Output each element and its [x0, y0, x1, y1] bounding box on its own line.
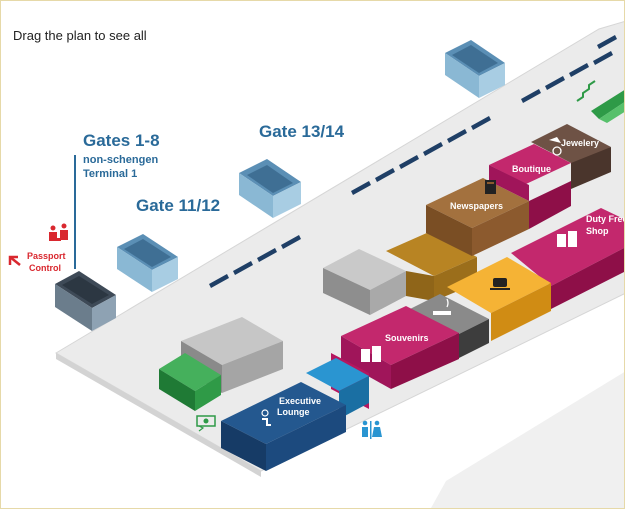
gate-block-top[interactable]	[445, 40, 505, 98]
terminal-1-label: Terminal 1	[83, 168, 137, 180]
gate-block-13-14[interactable]	[239, 159, 301, 218]
restroom-block[interactable]	[306, 358, 369, 419]
passport-line2: Control	[29, 263, 61, 273]
green-block[interactable]	[159, 353, 221, 411]
executive-label-1: Executive	[279, 396, 321, 406]
boutique-label: Boutique	[512, 164, 551, 174]
lounge-icon	[261, 409, 271, 426]
left-arrow-icon	[8, 255, 21, 266]
newspapers-label: Newspapers	[450, 201, 503, 211]
souvenirs-label: Souvenirs	[385, 333, 429, 343]
escalator-icon	[576, 80, 596, 102]
restroom-icon	[362, 420, 382, 439]
newspapers-shop[interactable]	[426, 178, 529, 256]
gates-1-8-label: Gates 1-8	[83, 131, 160, 150]
currency-exchange-icon	[196, 415, 216, 432]
terminal-floor-edge	[56, 353, 261, 477]
passport-control-icon	[49, 223, 68, 241]
jewelery-label: Jewelery	[561, 138, 599, 148]
executive-lounge[interactable]	[221, 382, 346, 471]
gate-13-14-label: Gate 13/14	[259, 122, 345, 141]
smoking-icon	[433, 298, 451, 315]
lower-floor	[431, 372, 624, 508]
grey-block-center	[323, 249, 406, 315]
gate-block-1-8[interactable]	[55, 271, 116, 331]
jewelery-icon	[549, 137, 562, 156]
passport-line1: Passport	[27, 251, 66, 261]
duty-free-shop[interactable]	[511, 208, 624, 309]
mustard-block[interactable]	[386, 232, 477, 301]
jewelery-shop[interactable]	[531, 124, 611, 189]
non-schengen-label: non-schengen	[83, 154, 158, 166]
gate-block-11-12[interactable]	[117, 234, 178, 292]
boutique-shop[interactable]	[489, 144, 571, 229]
drag-hint: Drag the plan to see all	[13, 28, 147, 43]
gift-icon	[361, 231, 577, 362]
duty-free-label-2: Shop	[586, 226, 609, 236]
executive-label-2: Lounge	[277, 407, 310, 417]
coffee-icon	[490, 278, 510, 290]
escalator-area	[591, 90, 624, 123]
duty-free-label-1: Duty Free	[586, 214, 624, 224]
gate-11-12-label: Gate 11/12	[136, 196, 220, 215]
newspaper-icon	[485, 180, 496, 194]
gate-markers	[209, 35, 617, 288]
